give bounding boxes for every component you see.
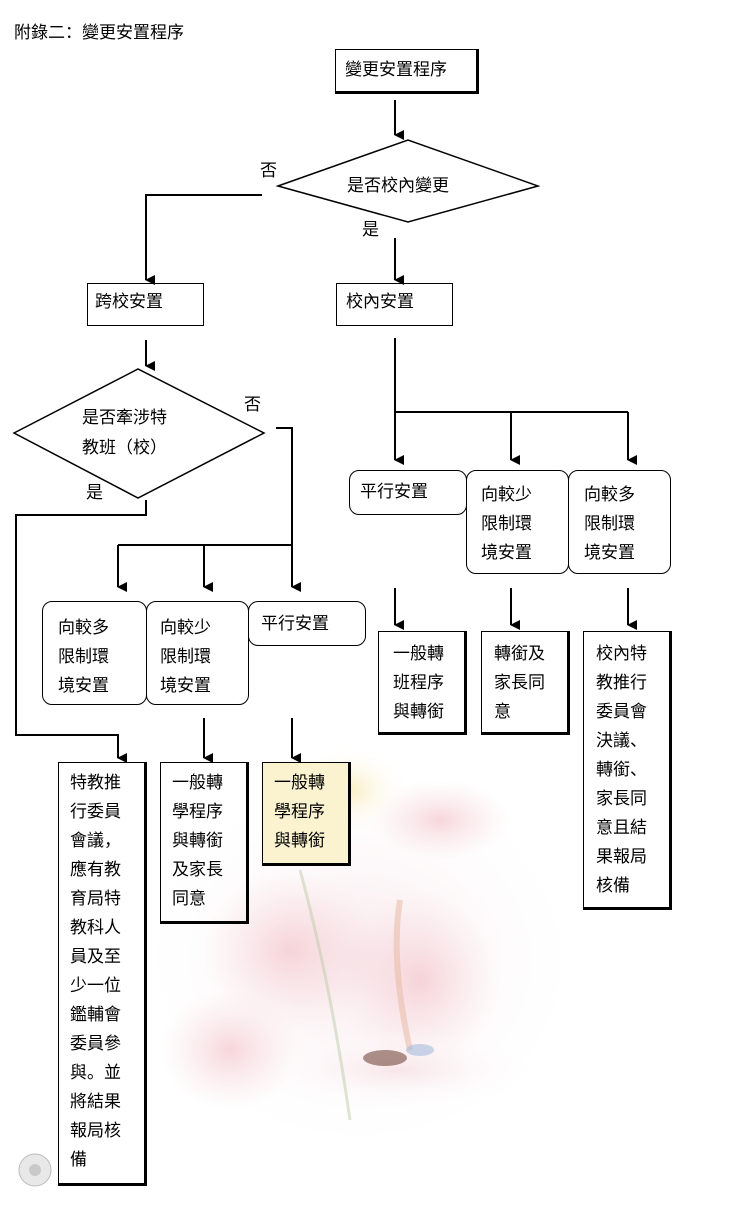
q1-no-label: 否 xyxy=(260,161,277,181)
left-more-line2: 限制環 xyxy=(58,647,109,667)
left-less-line2: 限制環 xyxy=(160,647,211,667)
left-output-1-line1: 特教推 xyxy=(70,773,121,793)
left-output-1-line14: 備 xyxy=(70,1150,87,1170)
right-output-2 xyxy=(481,631,570,735)
right-less-line3: 境安置 xyxy=(481,543,532,563)
q2-label-line1: 是否牽涉特 xyxy=(82,408,167,428)
left-output-3 xyxy=(262,762,351,866)
in-school-node xyxy=(336,283,453,326)
left-parallel-node xyxy=(248,601,366,646)
left-output-2-line1: 一般轉 xyxy=(172,773,223,793)
left-less-line1: 向較少 xyxy=(160,618,211,638)
q2-yes-label: 是 xyxy=(86,483,103,503)
right-output-3-line9: 核備 xyxy=(596,876,630,896)
left-output-1-line7: 員及至 xyxy=(70,947,121,967)
left-output-1-line13: 報局核 xyxy=(70,1121,121,1141)
start-node xyxy=(335,49,479,94)
right-output-3-line7: 意且結 xyxy=(596,818,647,838)
left-output-1-line2: 行委員 xyxy=(70,802,121,822)
right-less-line2: 限制環 xyxy=(481,514,532,534)
left-output-1 xyxy=(58,762,147,1186)
right-output-3-line8: 果報局 xyxy=(596,847,647,867)
right-output-3-line5: 轉銜、 xyxy=(596,760,647,780)
right-output-3-line2: 教推行 xyxy=(596,673,647,693)
left-more-line3: 境安置 xyxy=(58,676,109,696)
left-output-3-line3: 與轉銜 xyxy=(274,831,325,851)
right-more-line3: 境安置 xyxy=(584,543,635,563)
right-output-2-line1: 轉銜及 xyxy=(494,644,545,664)
start-label: 變更安置程序 xyxy=(345,60,447,80)
right-output-3-line4: 決議、 xyxy=(596,731,647,751)
left-output-3-line1: 一般轉 xyxy=(274,773,325,793)
in-school-label: 校內安置 xyxy=(346,292,414,312)
left-output-3-line2: 學程序 xyxy=(274,802,325,822)
left-output-1-line9: 鑑輔會 xyxy=(70,1005,121,1025)
right-output-1 xyxy=(378,631,467,735)
left-output-1-line4: 應有教 xyxy=(70,860,121,880)
right-more-line2: 限制環 xyxy=(584,514,635,534)
cross-school-node xyxy=(87,283,204,326)
right-more-node xyxy=(568,470,671,574)
left-less-node xyxy=(146,601,249,705)
q1-yes-label: 是 xyxy=(362,220,379,240)
right-output-3-line1: 校內特 xyxy=(596,644,647,664)
highlight-panel xyxy=(262,762,350,864)
left-output-1-line3: 會議， xyxy=(70,831,121,851)
left-output-2 xyxy=(160,762,249,924)
left-output-1-line10: 委員參 xyxy=(70,1034,121,1054)
left-parallel-label: 平行安置 xyxy=(261,614,329,634)
right-less-line1: 向較少 xyxy=(481,485,532,505)
right-output-3-line6: 家長同 xyxy=(596,789,647,809)
left-output-2-line3: 與轉銜 xyxy=(172,831,223,851)
cross-school-label: 跨校安置 xyxy=(95,292,163,312)
right-output-1-line3: 與轉銜 xyxy=(393,702,444,722)
left-output-1-line11: 與。並 xyxy=(70,1063,121,1083)
left-output-2-line5: 同意 xyxy=(172,889,206,909)
left-less-line3: 境安置 xyxy=(160,676,211,696)
right-output-1-line2: 班程序 xyxy=(393,673,444,693)
left-more-line1: 向較多 xyxy=(58,618,109,638)
left-output-1-line5: 育局特 xyxy=(70,889,121,909)
right-parallel-label: 平行安置 xyxy=(360,482,428,502)
page-title: 附錄二：變更安置程序 xyxy=(14,23,184,43)
right-output-3-line3: 委員會 xyxy=(596,702,647,722)
right-output-2-line3: 意 xyxy=(494,702,511,722)
right-output-1-line1: 一般轉 xyxy=(393,644,444,664)
right-output-3 xyxy=(583,631,672,910)
left-output-2-line4: 及家長 xyxy=(172,860,223,880)
q1-label: 是否校內變更 xyxy=(347,176,449,196)
right-more-line1: 向較多 xyxy=(584,485,635,505)
q2-no-label: 否 xyxy=(244,395,261,415)
left-output-1-line8: 少一位 xyxy=(70,976,121,996)
left-output-2-line2: 學程序 xyxy=(172,802,223,822)
left-output-1-line12: 將結果 xyxy=(70,1092,121,1112)
right-output-2-line2: 家長同 xyxy=(494,673,545,693)
left-output-1-line6: 教科人 xyxy=(70,918,121,938)
q2-label-line2: 教班（校） xyxy=(82,438,167,458)
